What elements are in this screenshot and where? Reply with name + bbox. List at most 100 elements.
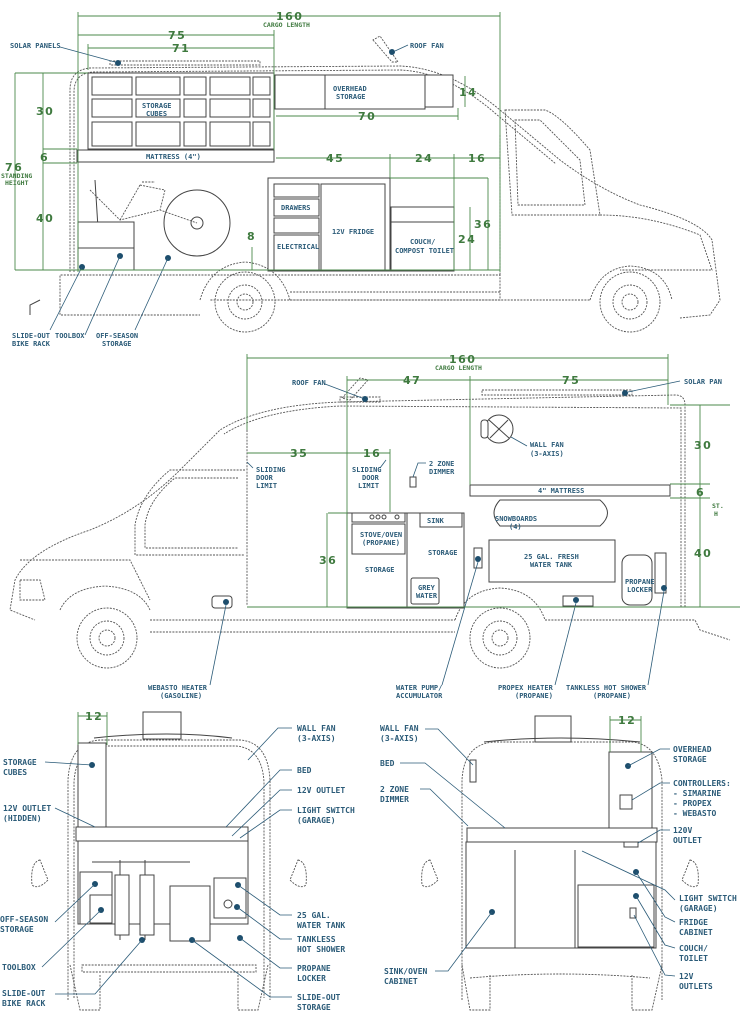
label-rear-storage-cubes-1: STORAGE bbox=[3, 758, 37, 767]
dimension-lines-2 bbox=[246, 354, 740, 608]
dim-75: 75 bbox=[168, 29, 186, 42]
solar-panels bbox=[109, 60, 261, 66]
label-front-controllers-4: - WEBASTO bbox=[673, 809, 717, 818]
label-front-light-switch-2: (GARAGE) bbox=[679, 904, 718, 913]
label-front-wall-fan-1: WALL FAN bbox=[380, 724, 419, 733]
rear-wheel-2 bbox=[469, 607, 531, 669]
dim-36: 36 bbox=[474, 218, 492, 231]
label-solar-panels: SOLAR PANELS bbox=[10, 42, 61, 50]
outlet-120v bbox=[623, 841, 639, 848]
dim-height: HEIGHT bbox=[5, 179, 29, 187]
label-fridge: 12V FRIDGE bbox=[332, 228, 374, 236]
snowboards bbox=[493, 499, 608, 527]
dim-cargo-length-2: 160 bbox=[449, 353, 476, 366]
dim-40-2: 40 bbox=[694, 547, 712, 560]
propex-marker bbox=[573, 597, 579, 603]
solar-panel-2 bbox=[481, 389, 633, 396]
dimmer-switch bbox=[409, 476, 417, 488]
label-rear-light-switch-1: LIGHT SWITCH bbox=[297, 806, 355, 815]
label-bike-rack-2: BIKE RACK bbox=[12, 340, 51, 348]
webasto-heater bbox=[211, 595, 233, 609]
label-front-dimmer-1: 2 ZONE bbox=[380, 785, 409, 794]
label-sliding-b-2: DOOR bbox=[362, 474, 380, 482]
label-couch-1: COUCH/ bbox=[410, 238, 435, 246]
wall-fan-front bbox=[469, 759, 477, 783]
van-body-outline-2 bbox=[9, 394, 731, 641]
side-view-driver: ROOF FAN SOLAR PANELS STORAGE CUBES OVER… bbox=[1, 10, 721, 348]
dim-cargo-length: 160 bbox=[276, 10, 303, 23]
dim-76: 76 bbox=[5, 161, 23, 174]
label-front-bed: BED bbox=[380, 759, 395, 768]
rear-van-outline bbox=[31, 739, 307, 1011]
label-snowboards-1: SNOWBOARDS bbox=[495, 515, 537, 523]
label-couch-2: COMPOST TOILET bbox=[395, 247, 454, 255]
label-storage-cubes-1: STORAGE bbox=[142, 102, 172, 110]
dim-75-2: 75 bbox=[562, 374, 580, 387]
label-front-outlets-2: OUTLETS bbox=[679, 982, 713, 991]
label-front-fridge-2: CABINET bbox=[679, 928, 713, 937]
label-front-120v-2: OUTLET bbox=[673, 836, 702, 845]
front-wheel bbox=[599, 271, 661, 333]
label-front-overhead-1: OVERHEAD bbox=[673, 745, 712, 754]
label-offseason-1: OFF-SEASON bbox=[96, 332, 138, 340]
label-storage-b: STORAGE bbox=[428, 549, 458, 557]
shower-unit-rear bbox=[213, 877, 247, 919]
label-front-couch-1: COUCH/ bbox=[679, 944, 708, 953]
dim-45: 45 bbox=[326, 152, 344, 165]
roof-rack-rear bbox=[93, 733, 233, 739]
label-rear-shower-1: TANKLESS bbox=[297, 935, 336, 944]
wall-fan bbox=[480, 414, 514, 444]
bed-front bbox=[466, 827, 658, 843]
roof-rack-front bbox=[483, 737, 641, 743]
label-grey-1: GREY bbox=[418, 584, 436, 592]
galley-cabinet bbox=[346, 512, 465, 609]
label-snowboards-2: (4) bbox=[509, 523, 522, 531]
dim-40: 40 bbox=[36, 212, 54, 225]
dim-30: 30 bbox=[36, 105, 54, 118]
label-front-120v-1: 120V bbox=[673, 826, 692, 835]
dim-14: 14 bbox=[459, 86, 477, 99]
dim-6: 6 bbox=[40, 151, 49, 164]
dim-st: ST. bbox=[712, 502, 724, 510]
dim-30-2: 30 bbox=[694, 439, 712, 452]
fresh-water-tank bbox=[488, 539, 616, 583]
dim-6-2: 6 bbox=[696, 486, 705, 499]
dimension-lines bbox=[14, 12, 501, 272]
label-rear-water-tank-1: 25 GAL. bbox=[297, 911, 331, 920]
label-rear-wall-fan-1: WALL FAN bbox=[297, 724, 336, 733]
bed-rear bbox=[75, 826, 249, 842]
label-front-controllers-1: CONTROLLERS: bbox=[673, 779, 731, 788]
label-roof-fan-2: ROOF FAN bbox=[292, 379, 326, 387]
solar-panels-marker bbox=[115, 60, 121, 66]
label-front-controllers-3: - PROPEX bbox=[673, 799, 712, 808]
label-tank-1: 25 GAL. FRESH bbox=[524, 553, 579, 561]
label-rear-offseason-1: OFF-SEASON bbox=[0, 915, 48, 924]
label-rear-propane-1: PROPANE bbox=[297, 964, 331, 973]
couch-front bbox=[577, 884, 655, 948]
label-propane-1: PROPANE bbox=[625, 578, 655, 586]
label-offseason-2: STORAGE bbox=[102, 340, 132, 348]
storage-cubes bbox=[87, 72, 275, 150]
water-pump-marker bbox=[475, 556, 481, 562]
shower-marker bbox=[661, 585, 667, 591]
dim-12-front: 12 bbox=[618, 714, 636, 727]
dim-47: 47 bbox=[403, 374, 421, 387]
label-front-overhead-2: STORAGE bbox=[673, 755, 707, 764]
label-rear-slide-storage-2: STORAGE bbox=[297, 1003, 331, 1012]
rear-wheel bbox=[214, 271, 276, 333]
label-mattress-2: 4" MATTRESS bbox=[538, 487, 584, 495]
front-view: 12 WALL FAN (3-AXIS) BED 2 ZONE DIMMER S… bbox=[380, 714, 737, 1011]
label-front-light-switch-1: LIGHT SWITCH bbox=[679, 894, 737, 903]
label-overhead-2: STORAGE bbox=[336, 93, 366, 101]
label-pump-1: WATER PUMP/ bbox=[396, 684, 442, 692]
label-rear-propane-2: LOCKER bbox=[297, 974, 326, 983]
label-sliding-a-2: DOOR bbox=[256, 474, 274, 482]
label-roof-fan: ROOF FAN bbox=[410, 42, 444, 50]
dim-70: 70 bbox=[358, 110, 376, 123]
label-rear-12v-outlet: 12V OUTLET bbox=[297, 786, 345, 795]
dim-24b: 24 bbox=[458, 233, 476, 246]
slide-storage-rear bbox=[169, 885, 211, 942]
front-wheel-2 bbox=[76, 607, 138, 669]
label-drawers: DRAWERS bbox=[281, 204, 311, 212]
label-bike-rack-1: SLIDE-OUT bbox=[12, 332, 50, 340]
